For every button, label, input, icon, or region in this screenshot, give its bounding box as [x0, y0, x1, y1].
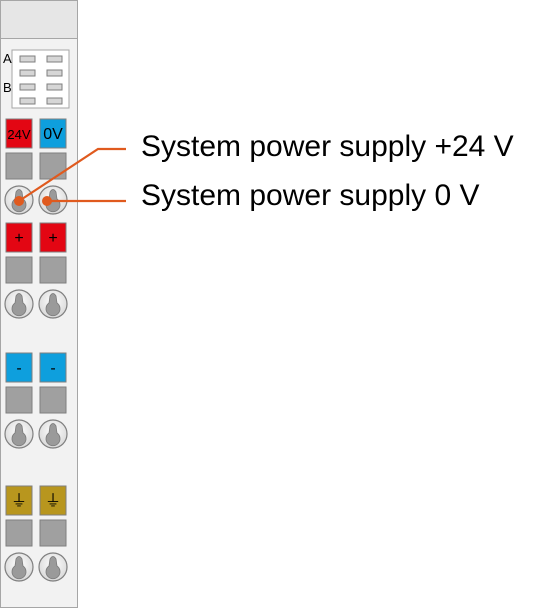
terminal-marker-left: [5, 352, 33, 383]
terminal-clamp-contact: [45, 556, 61, 580]
status-led-indicator: [19, 83, 36, 91]
terminal-clamp-contact: [11, 293, 27, 317]
callout-line-plus-24v: [18, 147, 126, 202]
terminal-group-plus: ++: [4, 222, 68, 319]
status-led-indicator: [19, 69, 36, 77]
terminal-release-button-right[interactable]: [39, 256, 67, 284]
callout-dot-0v: [42, 196, 52, 206]
callout-dot-plus-24v: [14, 196, 24, 206]
terminal-clamp-contact: [11, 423, 27, 447]
terminal-marker-label-left: ⏚: [11, 492, 27, 510]
terminal-group-minus: --: [4, 352, 68, 449]
terminal-marker-right: [39, 118, 67, 149]
status-led-indicator: [46, 55, 63, 63]
terminal-release-button-left[interactable]: [5, 386, 33, 414]
module-top-cap: [0, 0, 78, 39]
terminal-marker-label-left: 24V: [7, 127, 30, 142]
terminal-marker-label-right: 0V: [43, 126, 63, 143]
terminal-group-power: 24V 0V: [4, 118, 68, 215]
terminal-clamp-contact: [11, 556, 27, 580]
terminal-release-button-left[interactable]: [5, 152, 33, 180]
status-led-panel: A B: [3, 49, 70, 109]
led-row-b-label: B: [3, 80, 12, 95]
status-led-indicator: [46, 97, 63, 105]
callout-label-0v: System power supply 0 V: [141, 179, 480, 212]
terminal-marker-left: [5, 485, 33, 516]
terminal-marker-label-right: +: [48, 230, 57, 247]
terminal-release-button-right[interactable]: [39, 386, 67, 414]
callout-label-plus-24v: System power supply +24 V: [141, 130, 514, 163]
status-led-indicator: [46, 69, 63, 77]
terminal-release-button-left[interactable]: [5, 519, 33, 547]
terminal-clamp-contact: [45, 423, 61, 447]
status-led-indicator: [19, 55, 36, 63]
terminal-clamp-contact: [45, 293, 61, 317]
terminal-marker-right: [39, 222, 67, 253]
status-led-indicator: [46, 83, 63, 91]
terminal-marker-left: [5, 222, 33, 253]
terminal-release-button-right[interactable]: [39, 519, 67, 547]
terminal-release-button-right[interactable]: [39, 152, 67, 180]
status-led-indicator: [19, 97, 36, 105]
terminal-group-ground: ⏚⏚: [4, 485, 68, 582]
led-row-a-label: A: [3, 51, 12, 66]
terminal-marker-label-right: ⏚: [45, 492, 61, 510]
terminal-marker-label-right: -: [50, 360, 55, 377]
terminal-release-button-left[interactable]: [5, 256, 33, 284]
terminal-marker-right: [39, 352, 67, 383]
terminal-marker-right: [39, 485, 67, 516]
terminal-marker-label-left: -: [16, 360, 21, 377]
terminal-marker-label-left: +: [14, 230, 23, 247]
terminal-marker-left: [5, 118, 33, 149]
